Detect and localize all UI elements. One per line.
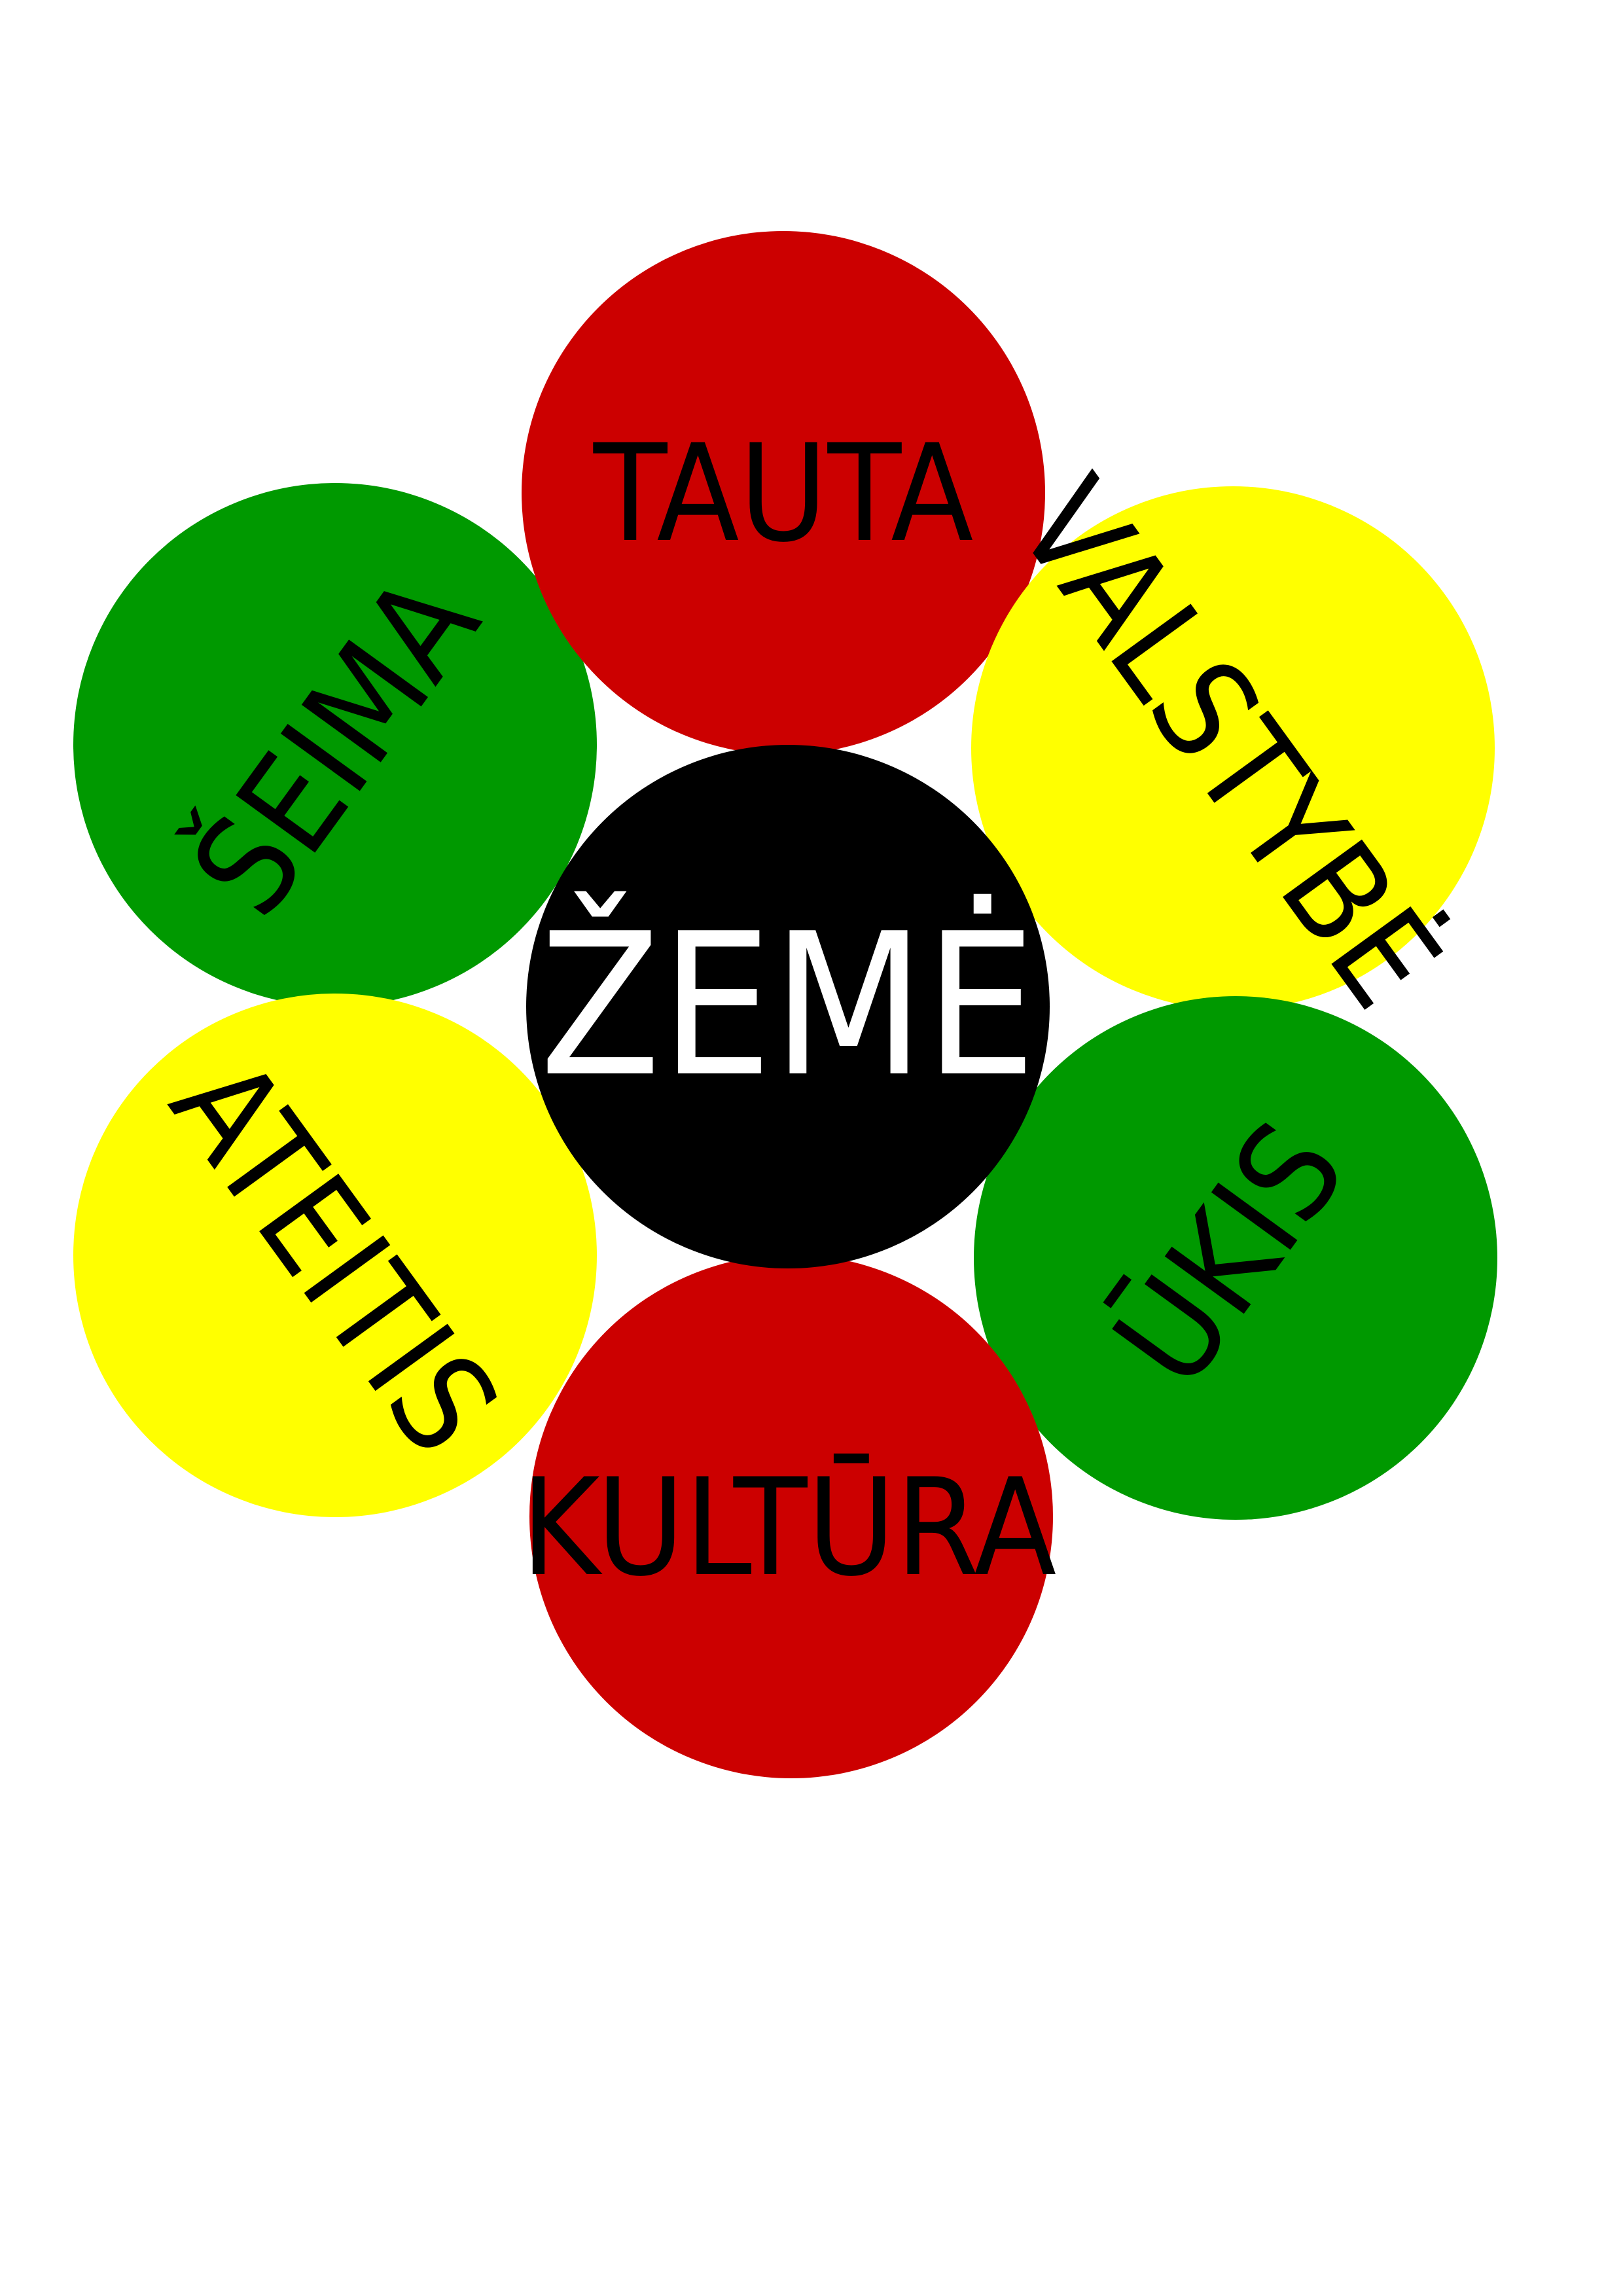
petal-valstybe	[971, 486, 1495, 1010]
center-node	[526, 745, 1050, 1268]
kultura-circle	[529, 1255, 1053, 1778]
tauta-circle	[522, 231, 1045, 755]
petal-ukis	[974, 996, 1497, 1520]
tauta-label: TAUTA	[593, 416, 974, 572]
ateitis-circle	[73, 994, 597, 1517]
center-label: ŽEMĖ	[540, 889, 1037, 1120]
petal-tauta	[522, 231, 1045, 755]
kultura-label: KULTŪRA	[521, 1450, 1057, 1606]
valstybe-circle	[971, 486, 1495, 1010]
petal-seima	[73, 483, 597, 1007]
ukis-circle	[974, 996, 1497, 1520]
center-circle	[526, 745, 1050, 1268]
petal-kultura	[529, 1255, 1053, 1778]
petal-ateitis	[73, 994, 597, 1517]
seima-circle	[73, 483, 597, 1007]
